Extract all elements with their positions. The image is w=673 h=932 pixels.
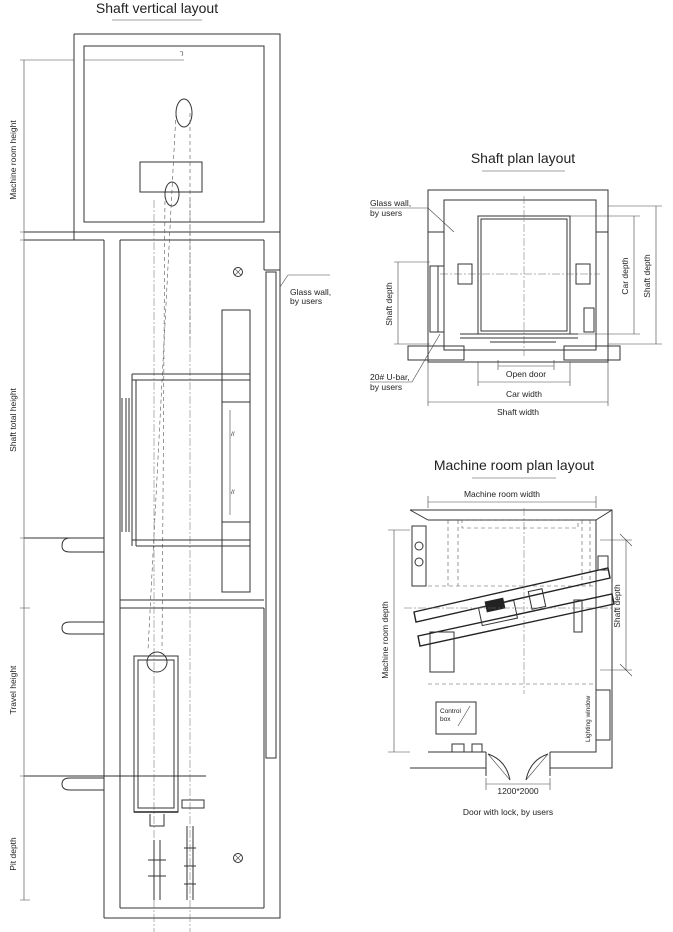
dim-shaft-width: Shaft width xyxy=(497,407,539,417)
dim-machine-room-depth: Machine room depth xyxy=(380,601,390,679)
shaft-vertical-layout: Shaft vertical layout Glass wall, by use… xyxy=(8,0,331,932)
light-symbol-top xyxy=(233,267,243,277)
lighting-window-label: Lighting window xyxy=(585,695,592,742)
car-frame xyxy=(133,655,179,813)
plan-car xyxy=(477,215,571,335)
dim-car-width: Car width xyxy=(506,389,542,399)
machine-plan-title: Machine room plan layout xyxy=(434,457,594,473)
plan-u-bar-label: 20# U-bar, xyxy=(370,372,410,382)
plan-glass-wall-label-2: by users xyxy=(370,208,402,218)
dim-machine-room-height: Machine room height xyxy=(8,120,18,200)
lighting-window xyxy=(595,689,611,741)
control-box xyxy=(435,701,477,735)
dim-shaft-total-height: Shaft total height xyxy=(8,387,18,451)
dim-machine-room-width: Machine room width xyxy=(464,489,540,499)
plan-u-bar-label-2: by users xyxy=(370,382,402,392)
counterweight xyxy=(221,309,251,593)
traction-machine xyxy=(139,161,203,193)
light-symbol-pit xyxy=(233,853,243,863)
dim-travel-height: Travel height xyxy=(8,665,18,714)
machine-room-outline xyxy=(83,45,265,223)
plan-glass-wall-label: Glass wall, xyxy=(370,198,411,208)
door-note: Door with lock, by users xyxy=(463,807,553,817)
dim-shaft-depth-left: Shaft depth xyxy=(384,282,394,326)
vertical-glass-wall-label-2: by users xyxy=(290,296,322,306)
vertical-glass-wall-label: Glass wall, xyxy=(290,287,331,297)
svg-text://: // xyxy=(231,431,235,438)
svg-text://: // xyxy=(231,489,235,496)
machine-room-plan-layout: Machine room plan layout Machine room wi… xyxy=(380,457,633,817)
machine-beam-1 xyxy=(413,567,611,623)
machine-beam-2 xyxy=(417,593,615,647)
dim-shaft-depth-right: Shaft depth xyxy=(642,254,652,298)
shaft-plan-title: Shaft plan layout xyxy=(471,150,575,166)
dim-pit-depth: Pit depth xyxy=(8,837,18,871)
door-size: 1200*2000 xyxy=(497,786,538,796)
control-box-label-2: box xyxy=(440,716,451,723)
car-sheave xyxy=(146,651,168,673)
dim-open-door: Open door xyxy=(506,369,546,379)
glass-wall-strip xyxy=(265,271,277,759)
control-box-label: Control xyxy=(440,708,462,715)
dim-shaft-depth-machine: Shaft depth xyxy=(612,584,622,628)
shaft-plan-layout: Shaft plan layout Open door Car width Sh… xyxy=(370,150,662,417)
dim-car-depth: Car depth xyxy=(620,257,630,295)
traction-sheave xyxy=(175,98,193,128)
vertical-title: Shaft vertical layout xyxy=(96,0,218,16)
